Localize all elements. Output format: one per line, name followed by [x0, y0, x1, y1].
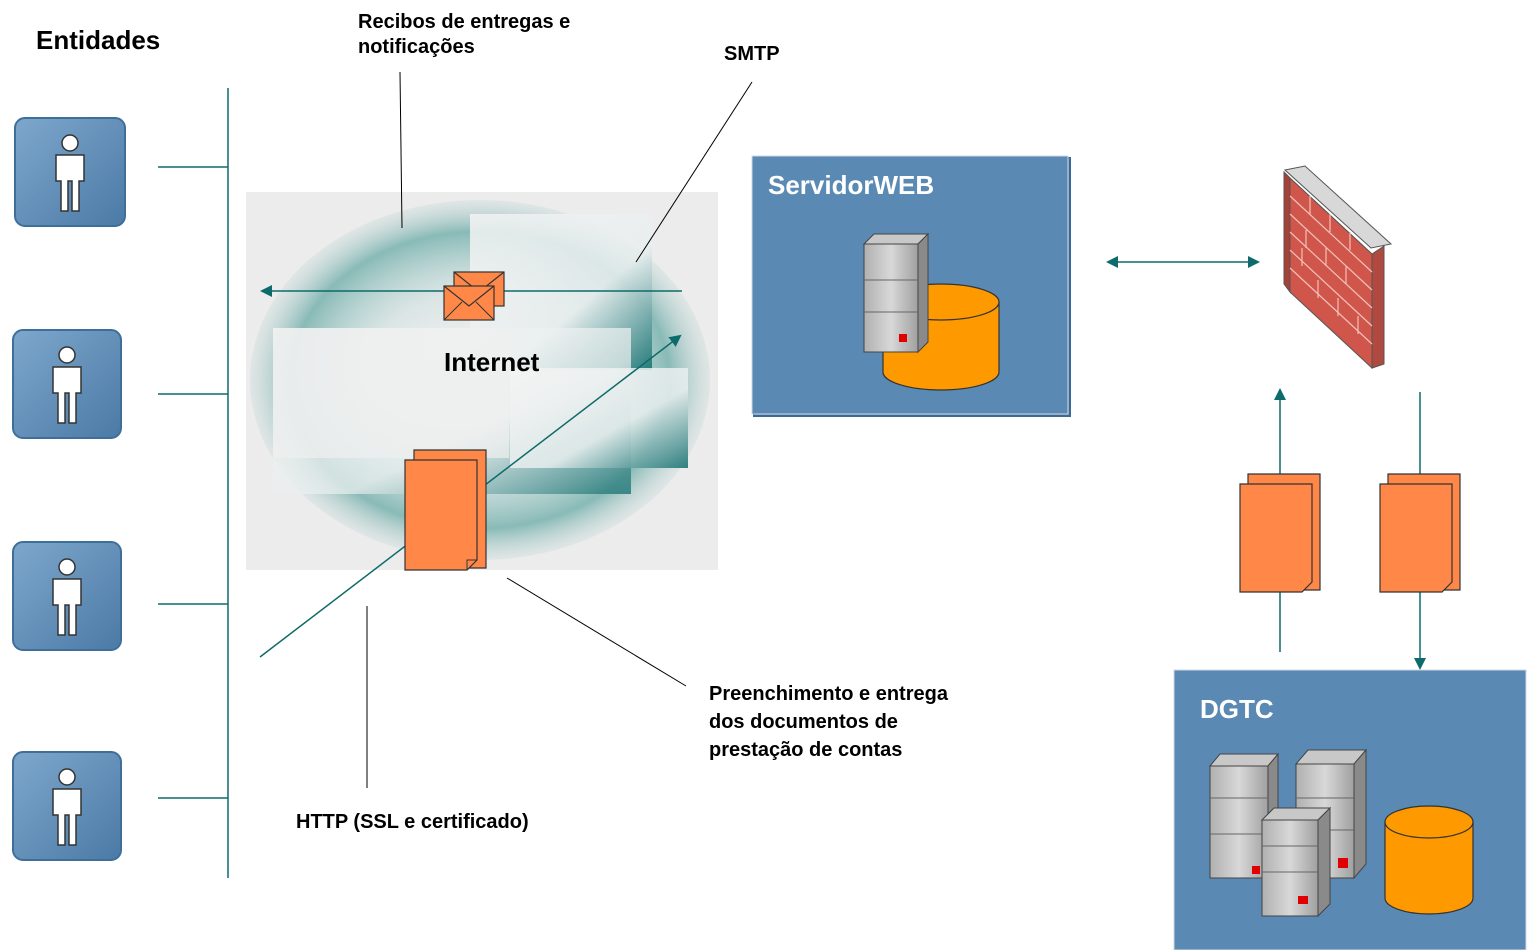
server-icon-dgtc-1 [1208, 752, 1280, 880]
server-icon-dgtc-3 [1260, 806, 1332, 918]
entities-title: Entidades [36, 25, 161, 55]
person-icon-3 [12, 541, 122, 651]
receipts-label-line2: notificações [358, 36, 475, 58]
receipts-label-line1: Recibos de entregas e [358, 11, 571, 33]
server-icon-web [862, 232, 930, 354]
person-icon-1 [14, 117, 126, 227]
firewall-icon [1283, 165, 1393, 370]
person-icon-2 [12, 329, 122, 439]
http-label: HTTP (SSL e certificado) [296, 811, 529, 833]
fill-delivery-line3: prestação de contas [709, 739, 903, 761]
leader-lines [366, 71, 753, 788]
database-icon-dgtc [1384, 805, 1474, 915]
envelope-icon [443, 271, 505, 321]
smtp-label: SMTP [724, 43, 780, 65]
document-icon-internet [404, 449, 487, 571]
web-server-title: ServidorWEB [768, 170, 935, 200]
person-icon-4 [12, 751, 122, 861]
fill-delivery-line2: dos documentos de [709, 711, 898, 733]
internet-label: Internet [444, 347, 540, 377]
fill-delivery-label: Preenchimento e entrega dos documentos d… [709, 680, 948, 764]
entity-bus [158, 88, 229, 878]
document-icon-upload [1239, 473, 1321, 593]
dgtc-title: DGTC [1200, 694, 1274, 724]
document-icon-download [1379, 473, 1461, 593]
receipts-label: Recibos de entregas e notificações [358, 10, 570, 60]
fill-delivery-line1: Preenchimento e entrega [709, 683, 948, 705]
